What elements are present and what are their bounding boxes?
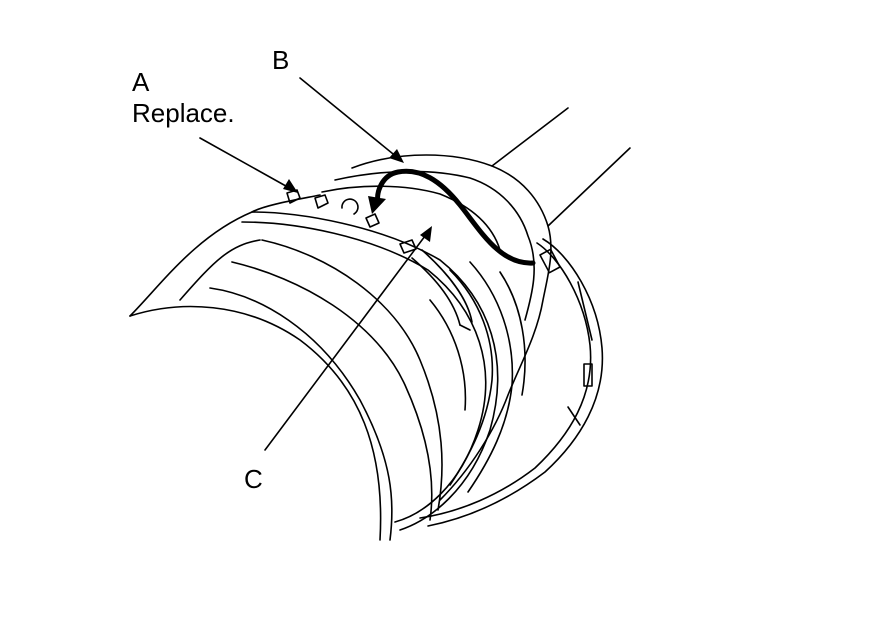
leader-lines <box>199 77 429 451</box>
outboard-joint-housing <box>129 194 499 541</box>
driveshaft <box>491 107 631 227</box>
arrowhead-b <box>389 149 404 163</box>
leader-c <box>264 231 429 451</box>
housing-lugs <box>286 189 473 331</box>
band-tab <box>583 363 593 387</box>
leader-b <box>299 77 399 159</box>
boot-band <box>419 238 604 527</box>
band-clip <box>539 248 561 274</box>
arrowhead-a <box>283 179 298 193</box>
callout-b-letter: B <box>272 45 290 75</box>
callout-a-letter: A <box>132 67 150 97</box>
callout-c-letter: C <box>244 464 263 494</box>
leader-a <box>199 137 294 191</box>
callout-a-note: Replace. <box>132 98 235 128</box>
clamp-direction-arrow <box>368 168 536 266</box>
arrowhead-c <box>420 226 432 242</box>
